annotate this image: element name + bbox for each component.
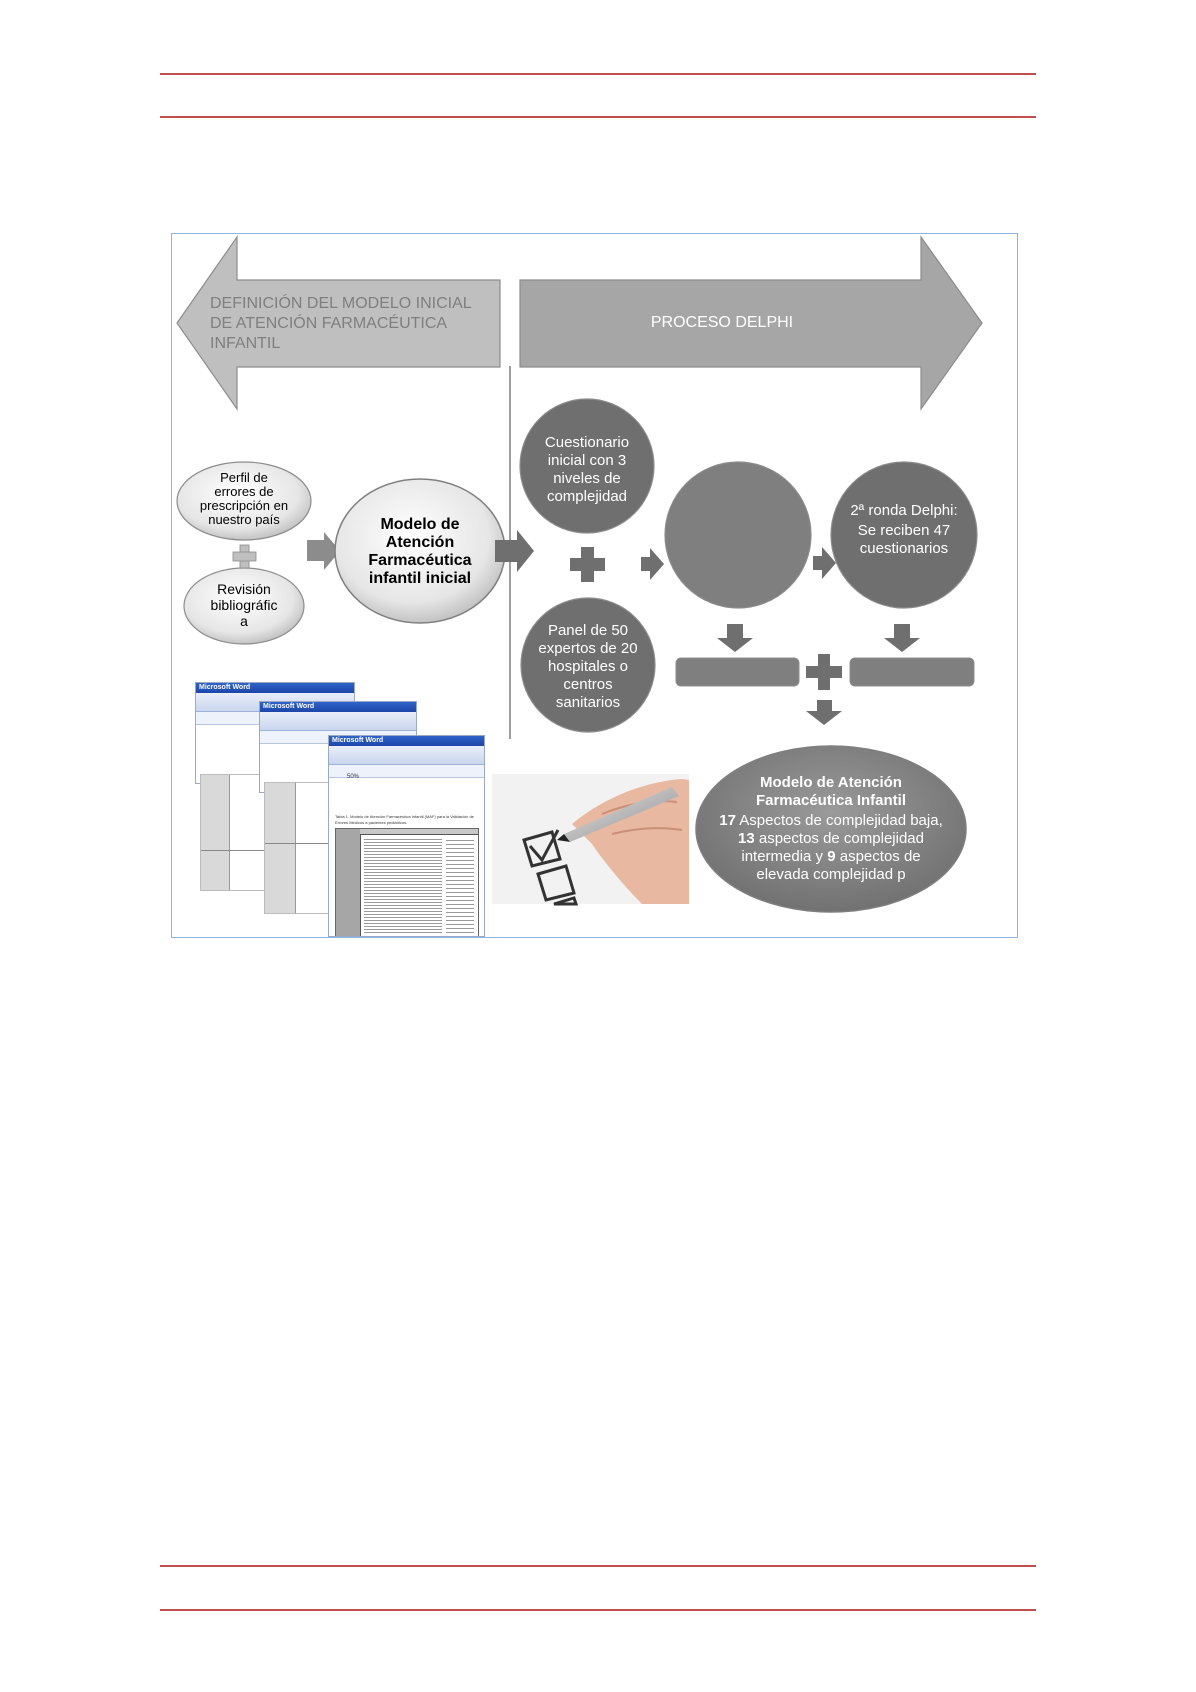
panel-line: expertos de 20	[538, 640, 638, 657]
final-line-3: intermedia y 9 aspectos de	[701, 848, 961, 866]
panel-line: hospitales o	[547, 658, 629, 675]
arrow-right-icon	[307, 532, 340, 570]
oval-revision-line: bibliográfic	[210, 597, 278, 613]
final-count-elevada: 9	[827, 848, 836, 865]
circle-cuestionario-shape	[519, 398, 655, 534]
arrow-down-icon	[806, 700, 842, 725]
circle-panel-label: Panel de 50 expertos de 20 hospitales o …	[523, 622, 653, 712]
doc-window-title: Microsoft Word	[196, 683, 354, 693]
ronda-line: 2ª ronda Delphi:	[850, 502, 958, 519]
cuestionario-line: complejidad	[546, 488, 628, 505]
left-banner-line: DE ATENCIÓN FARMACÉUTICA	[210, 315, 448, 332]
final-line-4: elevada complejidad p	[756, 866, 906, 883]
final-text: Aspectos de complejidad baja,	[735, 812, 943, 829]
oval-perfil-line: Perfil de	[220, 470, 268, 485]
arrow-right-icon	[813, 547, 836, 579]
circle-ronda-shape	[830, 461, 978, 609]
final-title-line: Farmacéutica Infantil	[755, 792, 907, 809]
modelo-inicial-line: infantil inicial	[368, 570, 472, 587]
doc-toolbar	[329, 746, 484, 765]
final-title-line: Modelo de Atención	[760, 774, 902, 791]
panel-line: Panel de 50	[547, 622, 629, 639]
arrow-down-icon	[884, 624, 920, 652]
header-rule-top	[160, 73, 1036, 75]
oval-revision-line: a	[240, 613, 248, 629]
oval-perfil-shape	[176, 461, 312, 541]
cuestionario-line: Cuestionario	[544, 434, 630, 451]
oval-revision-line: Revisión	[217, 581, 271, 597]
diagram-canvas	[176, 235, 983, 913]
ronda-line: Se reciben 47	[857, 522, 951, 539]
final-line-2: 13 aspectos de complejidad	[701, 830, 961, 848]
doc-toolbar	[260, 712, 416, 731]
cuestionario-line: inicial con 3	[547, 452, 627, 469]
doc-ruler: 50%	[329, 765, 484, 780]
plus-icon	[232, 544, 257, 569]
doc-window-title: Microsoft Word	[260, 702, 416, 712]
oval-modelo-inicial-label: Modelo de Atención Farmacéutica infantil…	[345, 516, 495, 588]
plus-icon	[570, 547, 605, 582]
right-banner-title: PROCESO DELPHI	[650, 314, 794, 331]
cuestionario-line: niveles de	[553, 470, 621, 487]
ronda-line: cuestionarios	[859, 540, 949, 557]
left-banner-line: INFANTIL	[210, 335, 281, 352]
doc-window-front: Microsoft Word 50% Tabla 1. Modelo de At…	[328, 735, 485, 937]
delphi-process-figure: DEFINICIÓN DEL MODELO INICIAL DE ATENCIÓ…	[171, 233, 1018, 938]
circle-ronda-label: 2ª ronda Delphi: Se reciben 47 cuestiona…	[834, 502, 974, 558]
left-banner-line: DEFINICIÓN DEL MODELO INICIAL	[210, 295, 472, 312]
result-bar-left	[675, 657, 800, 687]
result-bar-right	[849, 657, 975, 687]
modelo-inicial-line: Atención	[385, 534, 455, 551]
doc-zoom-value: 50%	[347, 774, 360, 780]
modelo-inicial-line: Modelo de	[380, 516, 460, 533]
modelo-inicial-line: Farmacéutica	[368, 552, 472, 569]
oval-perfil-line: prescripción en	[199, 498, 289, 513]
oval-perfil-line: errores de	[214, 484, 274, 499]
oval-revision-label: Revisión bibliográfic a	[194, 581, 294, 629]
left-banner-arrow	[176, 235, 501, 411]
final-line-1: 17 Aspectos de complejidad baja,	[701, 812, 961, 830]
panel-line: centros	[563, 676, 613, 693]
final-text: aspectos de complejidad	[754, 830, 924, 847]
right-banner-arrow	[519, 235, 983, 411]
final-count-baja: 17	[719, 812, 736, 829]
final-count-intermedia: 13	[738, 830, 755, 847]
oval-perfil-label: Perfil de errores de prescripción en nue…	[184, 471, 304, 527]
circle-panel-shape	[520, 597, 656, 733]
header-rule-bottom	[160, 116, 1036, 118]
left-banner-title: DEFINICIÓN DEL MODELO INICIAL DE ATENCIÓ…	[210, 294, 500, 354]
footer-rule-top	[160, 1565, 1036, 1567]
plus-icon	[806, 654, 842, 690]
final-oval-label: Modelo de Atención Farmacéutica Infantil…	[701, 774, 961, 884]
doc-window-title: Microsoft Word	[329, 736, 484, 746]
arrow-down-icon	[717, 624, 753, 652]
oval-perfil-line: nuestro país	[208, 512, 280, 527]
final-text: intermedia y	[741, 848, 828, 865]
final-text: aspectos de	[835, 848, 921, 865]
panel-line: sanitarios	[555, 694, 621, 711]
doc-caption: Tabla 1. Modelo de Atención Farmacéutica…	[335, 814, 474, 825]
arrow-right-icon	[495, 530, 534, 572]
checklist-pen-icon	[492, 774, 689, 906]
final-oval-shape	[695, 745, 967, 913]
arrow-right-icon	[641, 548, 664, 580]
footer-rule-bottom	[160, 1609, 1036, 1611]
circle-empty-shape	[664, 461, 812, 609]
circle-cuestionario-label: Cuestionario inicial con 3 niveles de co…	[527, 434, 647, 506]
doc-body: Tabla 1. Modelo de Atención Farmacéutica…	[329, 778, 484, 936]
